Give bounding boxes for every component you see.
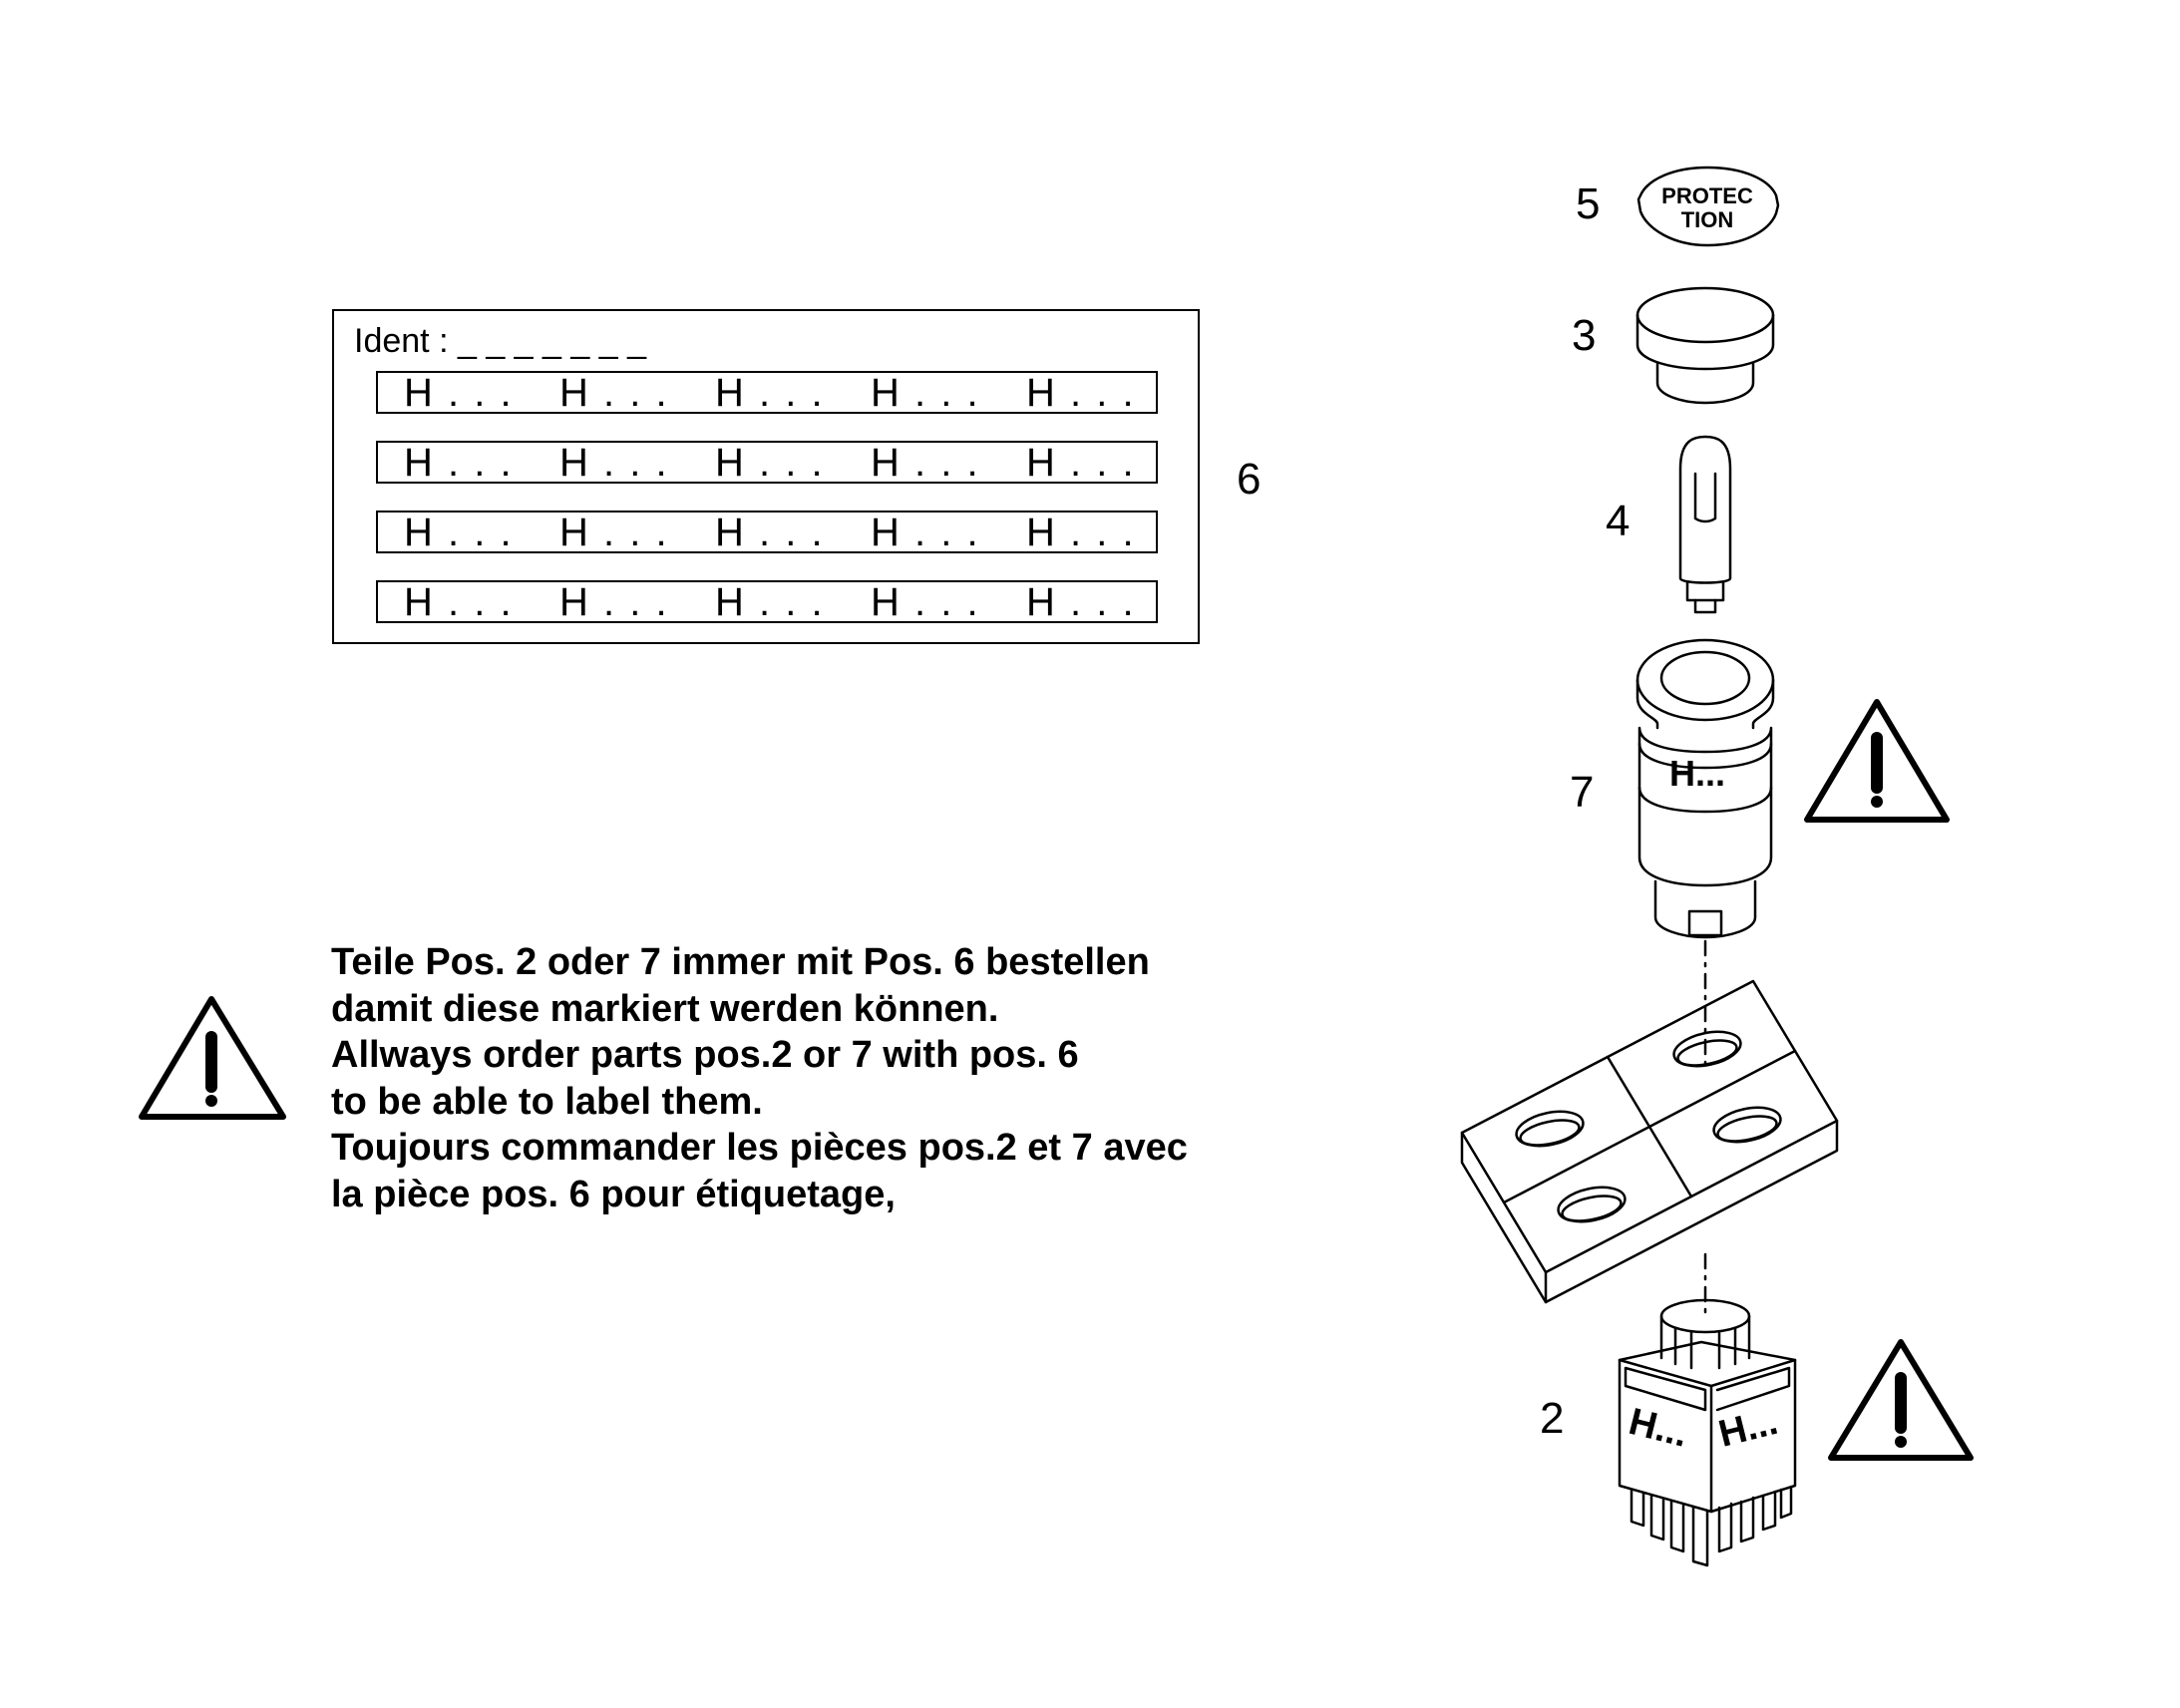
label-row: H . . . H . . . H . . . H . . . H . . . [376,580,1158,623]
label-cell: H . . . [404,511,514,554]
label-cell: H . . . [715,511,825,554]
notice-line: Allways order parts pos.2 or 7 with pos.… [331,1034,1079,1076]
label-row: H . . . H . . . H . . . H . . . H . . . [376,441,1158,484]
label-cell: H . . . [404,371,514,415]
notice-line: Teile Pos. 2 oder 7 immer mit Pos. 6 bes… [331,941,1150,983]
label-cell: H . . . [559,580,669,624]
notice-line: to be able to label them. [331,1080,763,1123]
label-cell: H . . . [559,441,669,485]
label-cell: H . . . [715,580,825,624]
warning-triangle-icon [139,996,286,1120]
switch-block: H... H... [1618,1298,1797,1567]
protection-cap: PROTEC TION [1636,166,1780,247]
notice-line: damit diese markiert werden können. [331,987,999,1030]
warning-triangle-icon [1804,699,1950,823]
label-cell: H . . . [871,511,980,554]
switch-marking-right: H... [1714,1401,1782,1456]
label-cell: H . . . [1026,371,1136,415]
position-number-7: 7 [1570,768,1595,817]
position-number-6: 6 [1237,455,1262,504]
button-housing: H... [1635,638,1775,939]
switch-marking-left: H... [1625,1401,1692,1456]
position-number-4: 4 [1606,497,1631,545]
cap-text-line1: PROTEC [1661,183,1753,208]
label-cell: H . . . [871,580,980,624]
lamp-bulb [1678,435,1732,614]
mounting-plate [1460,979,1839,1304]
order-notice: Teile Pos. 2 oder 7 immer mit Pos. 6 bes… [331,939,1188,1217]
label-cell: H . . . [871,441,980,485]
position-number-5: 5 [1576,179,1601,228]
button-cap [1635,286,1775,405]
label-cell: H . . . [559,511,669,554]
position-number-3: 3 [1572,311,1597,360]
label-cell: H . . . [1026,511,1136,554]
label-cell: H . . . [404,441,514,485]
label-row: H . . . H . . . H . . . H . . . H . . . [376,511,1158,553]
cap-text-line2: TION [1681,207,1734,232]
label-cell: H . . . [1026,441,1136,485]
label-cell: H . . . [404,580,514,624]
label-cell: H . . . [1026,580,1136,624]
label-cell: H . . . [715,371,825,415]
warning-triangle-icon [1828,1339,1974,1461]
label-card: Ident : _ _ _ _ _ _ _ H . . . H . . . H … [332,309,1200,644]
label-cell: H . . . [871,371,980,415]
label-cell: H . . . [559,371,669,415]
label-row: H . . . H . . . H . . . H . . . H . . . [376,371,1158,414]
housing-marking: H... [1669,753,1725,794]
notice-line: Toujours commander les pièces pos.2 et 7… [331,1127,1188,1169]
label-cell: H . . . [715,441,825,485]
notice-line: la pièce pos. 6 pour étiquetage, [331,1173,896,1215]
position-number-2: 2 [1540,1394,1565,1443]
ident-field: Ident : _ _ _ _ _ _ _ [354,322,647,360]
